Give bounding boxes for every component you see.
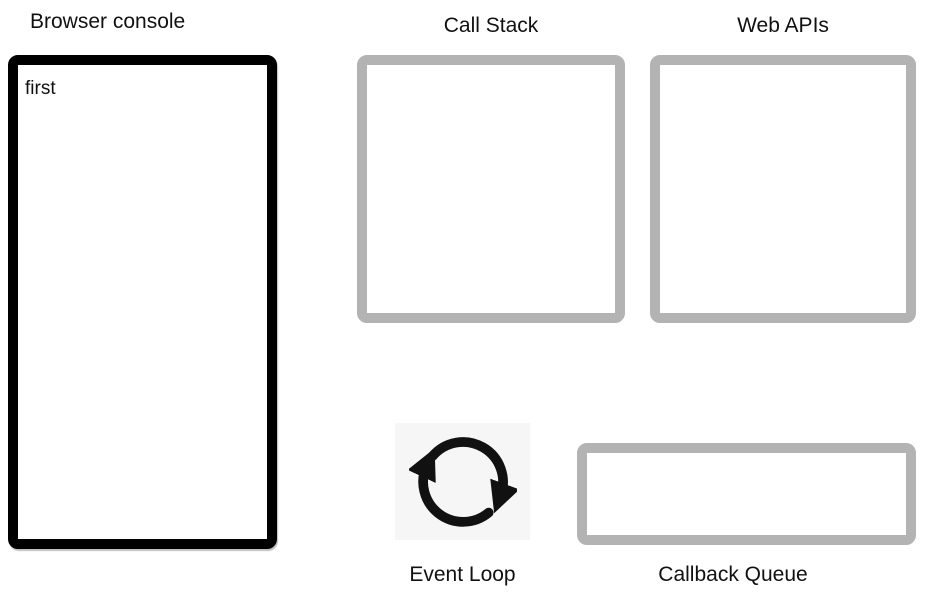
browser-console-panel: first <box>8 55 277 549</box>
browser-console-title: Browser console <box>30 10 186 33</box>
event-loop-icon <box>395 423 530 540</box>
event-loop-title: Event Loop <box>409 563 516 586</box>
web-apis-box <box>650 55 916 323</box>
call-stack-title: Call Stack <box>443 14 539 37</box>
callback-queue-box <box>577 443 916 545</box>
web-apis-title: Web APIs <box>737 14 829 37</box>
circular-arrows-icon <box>408 436 517 527</box>
console-log-entry: first <box>25 78 56 99</box>
call-stack-box <box>357 55 625 323</box>
callback-queue-title: Callback Queue <box>658 563 808 586</box>
